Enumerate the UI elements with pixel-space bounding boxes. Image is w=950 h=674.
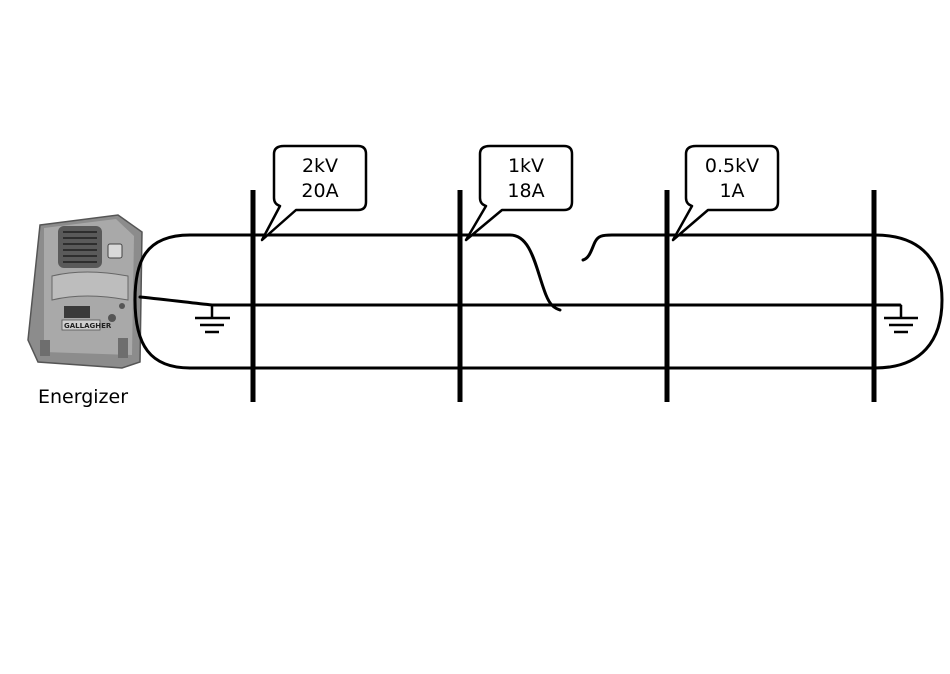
right-end-loop [875,235,942,368]
top-wire-right [583,235,875,260]
energizer-brand-text: GALLAGHER [64,322,112,330]
callout-2-current: 18A [507,180,544,202]
callout-2-voltage: 1kV [508,155,544,177]
fence-wires [135,235,942,368]
ground-icon-left [195,305,230,332]
callout-1: 2kV 20A [262,146,366,240]
callout-3-current: 1A [719,180,744,202]
callout-2: 1kV 18A [466,146,572,240]
callout-3: 0.5kV 1A [673,146,778,240]
energizer-label: Energizer [38,386,128,408]
top-wire-left [190,235,560,310]
callout-3-voltage: 0.5kV [705,155,759,177]
callout-1-current: 20A [301,180,338,202]
energizer-device: GALLAGHER [28,215,142,368]
ground-icon-right [884,305,918,332]
callout-1-voltage: 2kV [302,155,338,177]
